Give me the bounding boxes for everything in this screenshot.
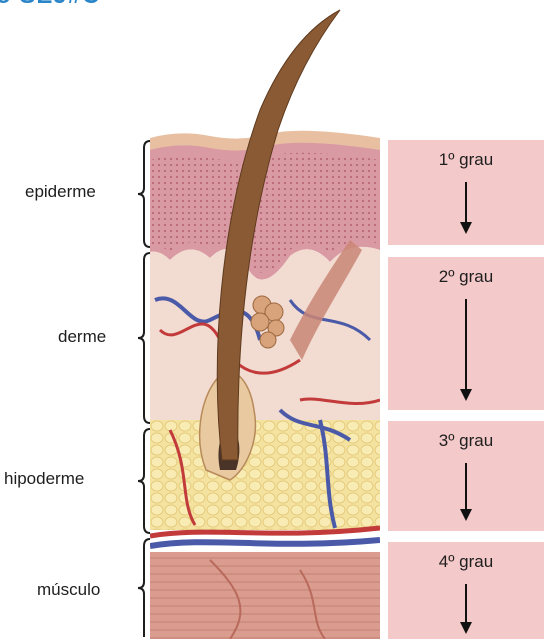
down-arrow-icon [456, 582, 476, 634]
label-derme: derme [58, 327, 106, 347]
muscle-layer [150, 552, 380, 639]
label-hipoderme: hipoderme [4, 469, 84, 489]
grade-label-2: 2º grau [388, 267, 544, 287]
grade-box-4: 4º grau [388, 542, 544, 639]
label-musculo: músculo [37, 580, 100, 600]
label-epiderme: epiderme [25, 182, 96, 202]
bracket-derme [136, 252, 160, 424]
grade-label-1: 1º grau [388, 150, 544, 170]
clipped-heading-fragment: o SEJ#C [0, 0, 100, 10]
grade-box-3: 3º grau [388, 421, 544, 531]
bracket-musculo [136, 538, 160, 638]
down-arrow-icon [456, 180, 476, 236]
bracket-epiderme [136, 140, 160, 248]
down-arrow-icon [456, 297, 476, 403]
down-arrow-icon [456, 461, 476, 523]
bracket-hipoderme [136, 428, 160, 534]
grade-box-2: 2º grau [388, 257, 544, 410]
grade-label-4: 4º grau [388, 552, 544, 572]
skin-cross-section-illustration [150, 0, 380, 639]
grade-box-1: 1º grau [388, 140, 544, 245]
grade-label-3: 3º grau [388, 431, 544, 451]
